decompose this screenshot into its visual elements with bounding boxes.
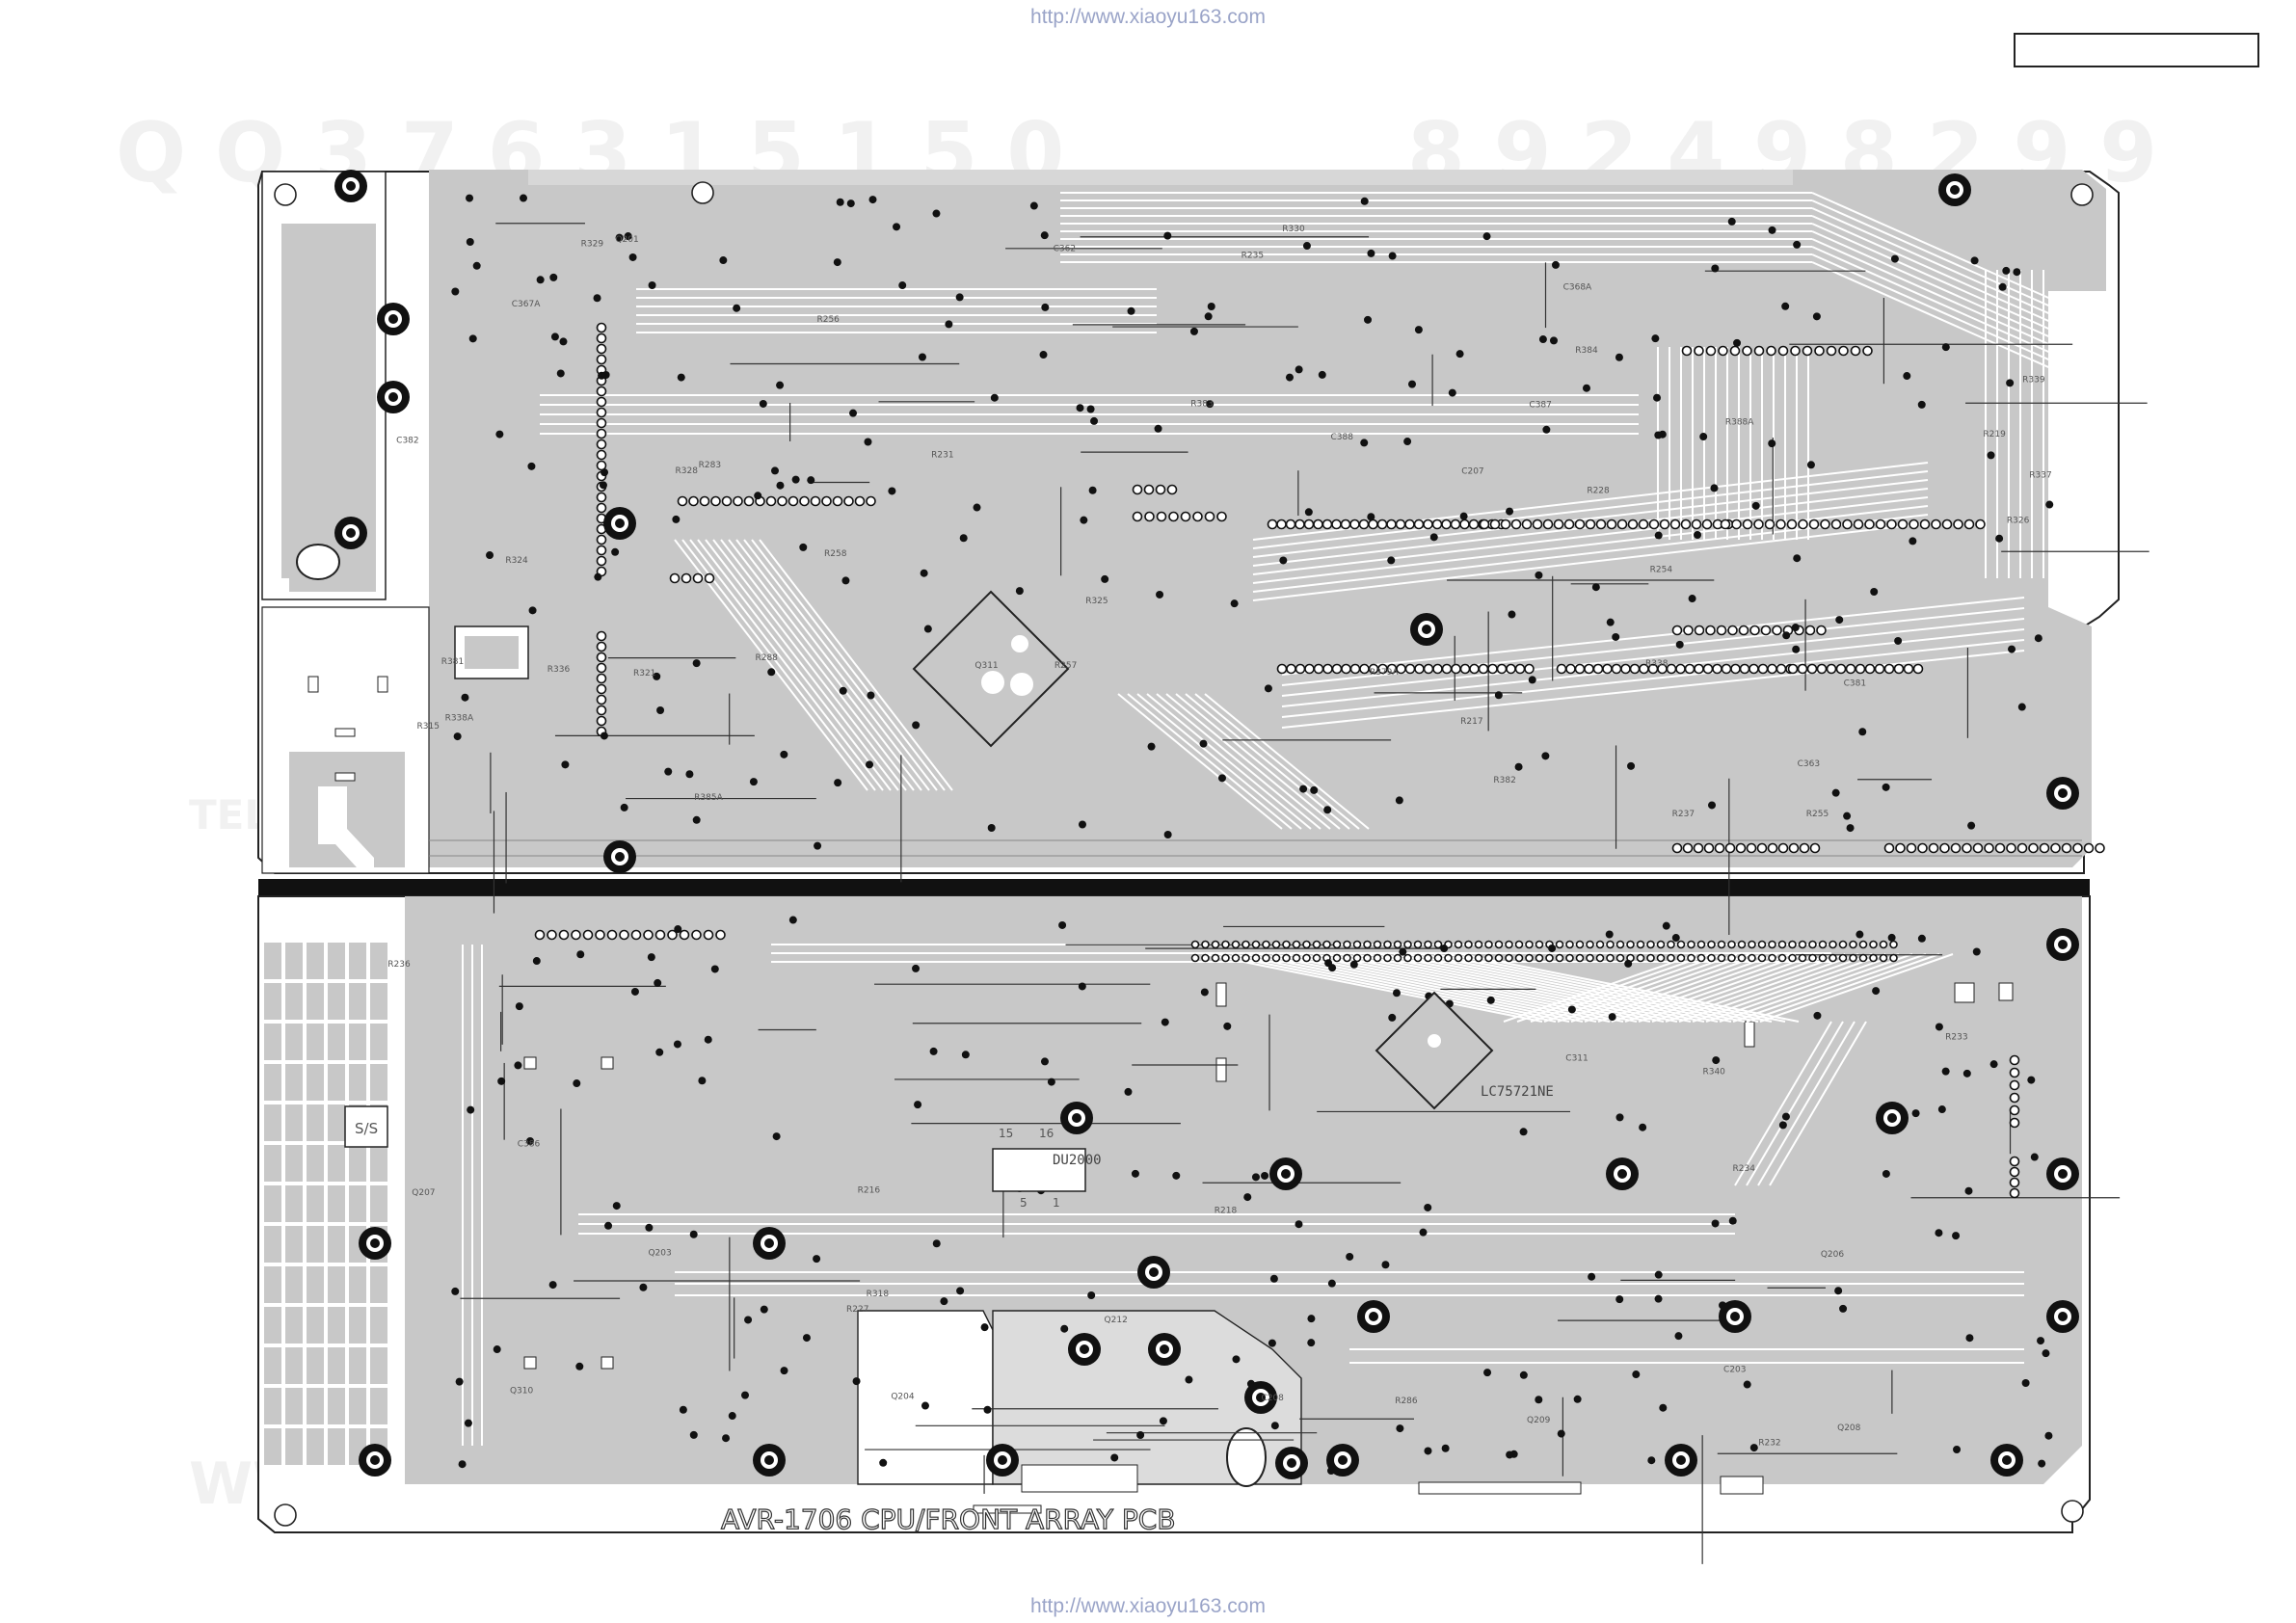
board-title: AVR-1706 CPU/FRONT ARRAY PCB <box>721 1503 1176 1535</box>
ref-label: R286 <box>1395 1397 1418 1406</box>
ref-label: R216 <box>858 1186 881 1196</box>
ref-label: R328 <box>676 466 699 476</box>
mounting-holes <box>274 170 2094 1527</box>
ref-label: R385A <box>694 793 723 803</box>
pin-label-16: 16 <box>1039 1127 1054 1140</box>
ref-label: R235 <box>1241 251 1264 260</box>
pin-label-1: 1 <box>1053 1196 1060 1210</box>
ref-label: R330 <box>1282 225 1305 234</box>
ref-label: C207 <box>1461 467 1483 477</box>
ref-label: R324 <box>505 556 528 566</box>
ref-label: R232 <box>1758 1438 1780 1448</box>
ref-label: Q207 <box>412 1188 435 1198</box>
ref-label: R283 <box>699 461 721 470</box>
ic-label-lc75721ne: LC75721NE <box>1481 1084 1554 1100</box>
ref-label: R338A <box>445 714 474 724</box>
ref-label: R227 <box>846 1305 868 1315</box>
ref-label: C203 <box>1723 1366 1746 1375</box>
ref-label: Q206 <box>1821 1250 1845 1260</box>
ref-label: Q212 <box>1105 1316 1128 1325</box>
ref-label: C381 <box>1844 678 1866 688</box>
pcb-traces <box>460 192 2149 1564</box>
ref-label: Q203 <box>648 1249 671 1259</box>
ref-label: Q311 <box>974 661 998 671</box>
ref-label: R339 <box>2022 376 2045 386</box>
component-refs: R385AC367AR388AR379AC368AR336R337R338R33… <box>387 225 2051 1448</box>
ref-label: R383 <box>1190 400 1213 410</box>
ref-label: R255 <box>1806 810 1829 819</box>
small-ic-left <box>454 625 529 679</box>
copper-grid <box>264 943 387 1465</box>
watermark-side-tel: TEL <box>189 791 270 838</box>
ref-label: C386 <box>518 1140 541 1150</box>
ref-label: Q310 <box>510 1386 534 1396</box>
ref-label: R237 <box>1672 810 1695 819</box>
ref-label: C363 <box>1798 759 1820 769</box>
ref-label: R288 <box>755 653 778 663</box>
ref-label: R228 <box>1587 487 1610 496</box>
board-upper <box>257 170 2120 896</box>
ref-label: C368A <box>1563 283 1592 293</box>
ref-label: R340 <box>1702 1068 1725 1078</box>
ref-label: Q208 <box>1837 1423 1861 1433</box>
vias <box>451 194 2054 1476</box>
ref-label: R338 <box>1645 659 1669 669</box>
ref-label: R321 <box>633 669 655 678</box>
ref-label: Q204 <box>891 1392 915 1401</box>
ref-label: C362 <box>1054 244 1076 253</box>
ref-label: R384 <box>1575 346 1598 356</box>
ref-label: C367A <box>512 300 541 309</box>
ref-label: R318 <box>867 1290 890 1299</box>
ref-label: R218 <box>1215 1207 1238 1216</box>
ref-label: R329 <box>581 240 604 250</box>
pin-label-15: 15 <box>999 1127 1013 1140</box>
display-driver-ic: LC75721NE <box>1375 991 1554 1110</box>
ref-label: R258 <box>824 549 847 559</box>
ref-label: R219 <box>1983 430 2006 439</box>
ref-label: R381 <box>441 657 464 667</box>
pin-label-5: 5 <box>1020 1196 1028 1210</box>
ref-label: C311 <box>1565 1053 1588 1063</box>
ref-label: C387 <box>1529 401 1551 411</box>
dual-ic: DU2000 15 16 5 1 <box>992 1127 1102 1210</box>
ref-label: Q201 <box>615 235 638 245</box>
cpu-ic <box>912 590 1070 748</box>
ref-label: Q209 <box>1527 1416 1551 1425</box>
ref-label: R217 <box>1460 717 1482 727</box>
ref-label: C208 <box>1261 1394 1284 1403</box>
ref-label: R379A <box>1370 668 1399 678</box>
ref-label: R256 <box>816 315 840 325</box>
ref-label: R315 <box>417 722 440 732</box>
header-url: http://www.xiaoyu163.com <box>1030 6 1266 28</box>
ref-label: R236 <box>387 960 411 970</box>
ref-label: R326 <box>2007 516 2030 525</box>
blank-title-box <box>2014 33 2259 67</box>
ref-label: R257 <box>1055 661 1077 671</box>
ref-label: C388 <box>1330 433 1353 442</box>
switch-label: S/S <box>355 1120 378 1137</box>
ref-label: R337 <box>2029 470 2051 480</box>
ref-label: R325 <box>1085 597 1108 606</box>
pin-headers <box>534 322 2105 1199</box>
ic-label-du2000: DU2000 <box>1053 1153 1102 1168</box>
ref-label: C382 <box>396 437 418 446</box>
ref-label: R336 <box>547 665 571 675</box>
footer-url: http://www.xiaoyu163.com <box>1030 1595 1266 1617</box>
ref-label: R233 <box>1945 1032 1967 1042</box>
ref-label: R234 <box>1733 1164 1756 1174</box>
ref-label: R388A <box>1725 417 1754 427</box>
ref-label: R231 <box>931 450 953 460</box>
ref-label: R382 <box>1493 776 1515 785</box>
ref-label: R254 <box>1650 566 1673 575</box>
